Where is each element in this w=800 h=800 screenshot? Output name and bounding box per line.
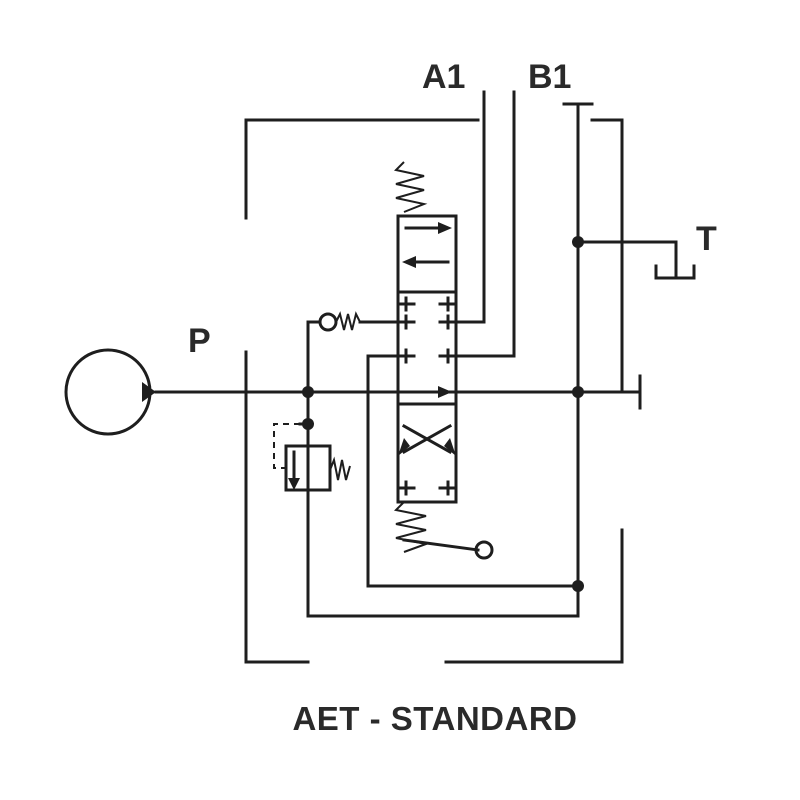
relief-valve-spring bbox=[329, 456, 351, 481]
lever-knob bbox=[474, 540, 494, 560]
port-t-label: T bbox=[696, 220, 717, 258]
control-lever bbox=[402, 538, 494, 560]
tank-symbol bbox=[654, 264, 696, 280]
port-b1-label: B1 bbox=[528, 58, 572, 96]
directional-valve-spool bbox=[396, 214, 458, 504]
port-a1-label: A1 bbox=[422, 58, 466, 96]
check-valve-ball bbox=[318, 312, 338, 332]
return-line-outer bbox=[306, 390, 580, 618]
pump-direction-arrow bbox=[142, 382, 156, 402]
relief-pilot-dashed bbox=[273, 423, 300, 469]
bottom-spring bbox=[393, 501, 430, 553]
valve-housing-outline bbox=[244, 118, 624, 664]
relief-valve bbox=[273, 390, 351, 492]
check-valve-spring bbox=[335, 311, 361, 331]
port-p-label: P bbox=[188, 322, 211, 360]
return-line-inner bbox=[366, 354, 580, 588]
tank-line bbox=[562, 102, 678, 618]
top-spring bbox=[393, 161, 428, 213]
junction-dots bbox=[302, 236, 584, 592]
pump-symbol bbox=[64, 348, 156, 436]
pilot-line bbox=[306, 311, 400, 394]
port-a1-line bbox=[442, 90, 486, 324]
diagram-caption: AET - STANDARD bbox=[292, 700, 578, 737]
